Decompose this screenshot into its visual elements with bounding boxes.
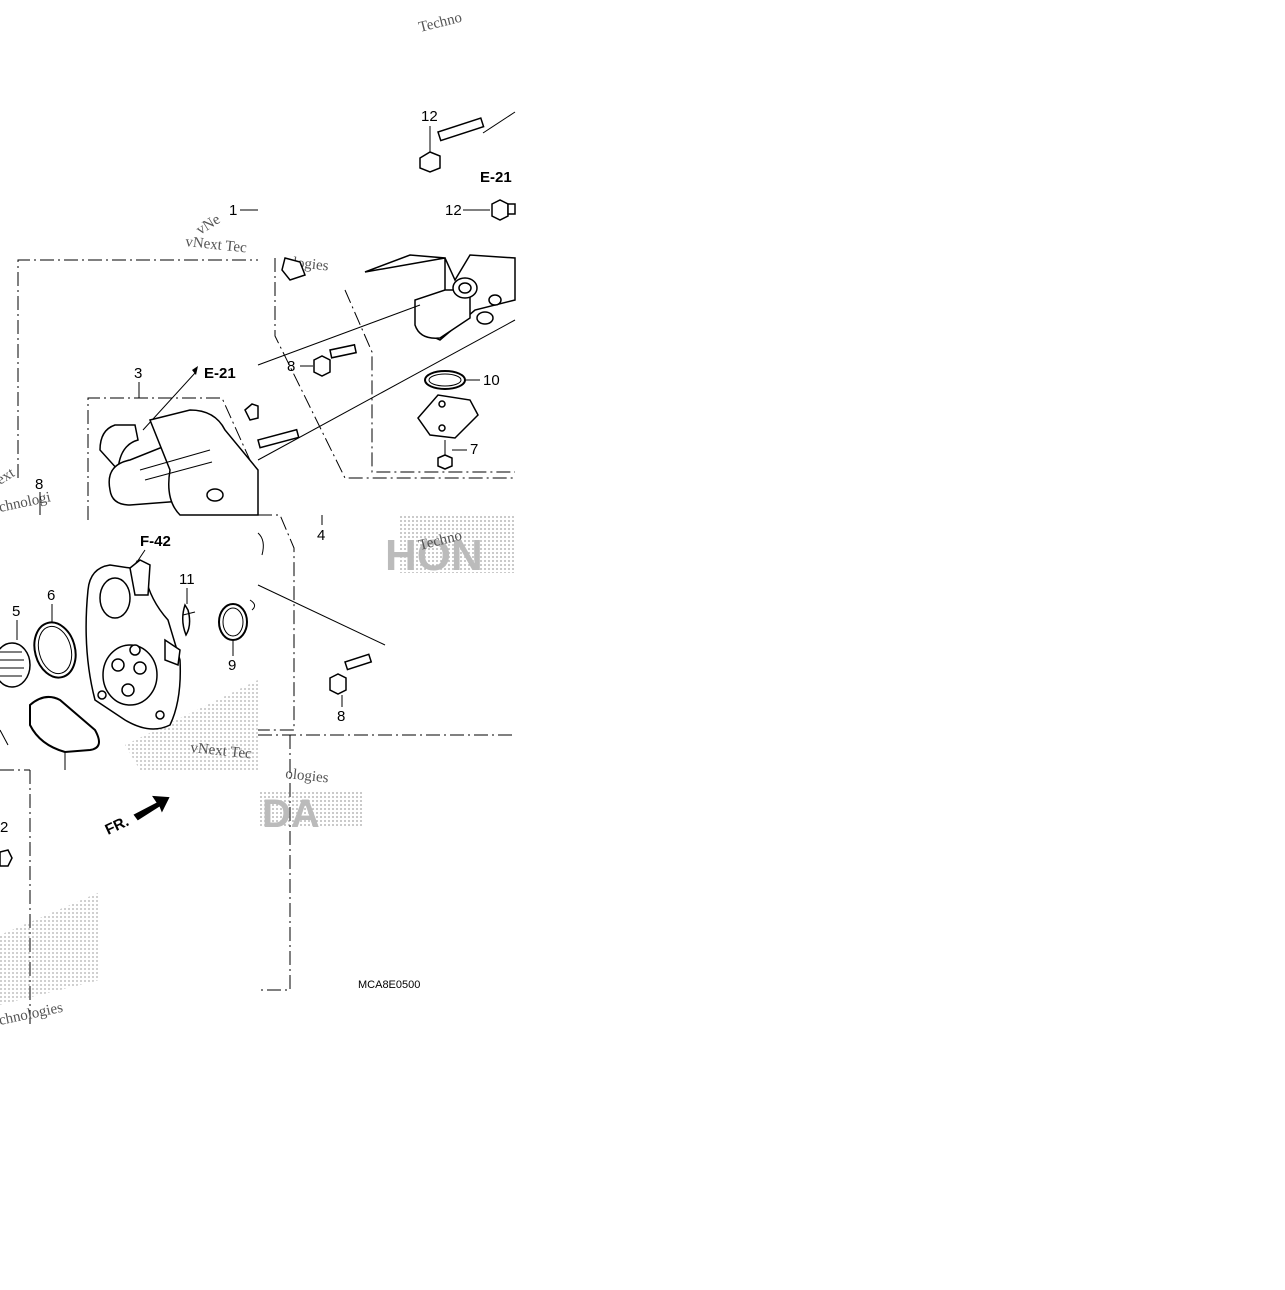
clip-11 [182,588,196,637]
callout-5: 5 [12,603,20,620]
watermark-7: ologies [285,766,330,786]
callout-8-left: 8 [35,476,43,493]
ref-f42: F-42 [140,533,171,550]
callout-7: 7 [470,441,478,458]
bolt-12-short [463,199,516,221]
water-pipe-assembly [257,254,516,461]
bolt-7 [437,440,467,470]
callout-12-mid: 12 [445,202,462,219]
logo-watermark: HON DA [0,515,515,1005]
bolt-12-long [419,111,516,173]
front-label: FR. [103,813,132,839]
watermark-1: Techno [417,10,464,36]
watermark-6: vNext Tec [190,740,253,762]
pump-cover [85,549,182,730]
bolt-2 [0,849,13,867]
logo-text-da: DA [262,792,320,836]
callout-numbers: 1 2 3 4 5 6 7 8 8 8 9 10 11 12 12 [0,108,500,836]
o-ring-10 [424,370,480,390]
callout-8-upper: 8 [287,358,295,375]
bolt-8-lower [257,584,386,707]
thermostat-5 [0,620,31,688]
ref-e21-top: E-21 [480,169,512,186]
front-arrow-icon [133,795,170,821]
callout-10: 10 [483,372,500,389]
logo-text-hon: HON [385,531,483,580]
callout-4: 4 [317,527,325,544]
bolt-8-upper [300,343,358,377]
o-ring-6 [33,604,77,679]
part-1-outline [240,209,306,281]
front-arrow: FR. [103,795,170,839]
edge-fragments [249,532,264,611]
ref-e21-mid: E-21 [204,365,236,382]
callout-6: 6 [47,587,55,604]
callout-9: 9 [228,657,236,674]
callout-2: 2 [0,819,8,836]
callout-12-top: 12 [421,108,438,125]
assembly-boundaries [0,258,515,1025]
o-ring-9 [218,603,248,656]
thermostat-housing-3 [99,366,259,516]
callout-1: 1 [229,202,237,219]
gasket [0,695,100,770]
text-watermarks: Techno vNext Tec ologies chnologi Techno… [0,10,464,1029]
reference-labels: E-21 E-21 F-42 [140,169,512,550]
drawing-code: MCA8E0500 [358,979,420,991]
callout-11: 11 [179,571,195,588]
watermark-10: ext [0,465,18,489]
callout-8-lower: 8 [337,708,345,725]
callout-3: 3 [134,365,142,382]
watermark-2: vNext Tec [185,234,248,256]
watermark-8: chnologies [0,1000,65,1029]
watermark-4: chnologi [0,489,52,516]
bolt-3-side [244,403,300,449]
cover-plate [417,394,479,439]
